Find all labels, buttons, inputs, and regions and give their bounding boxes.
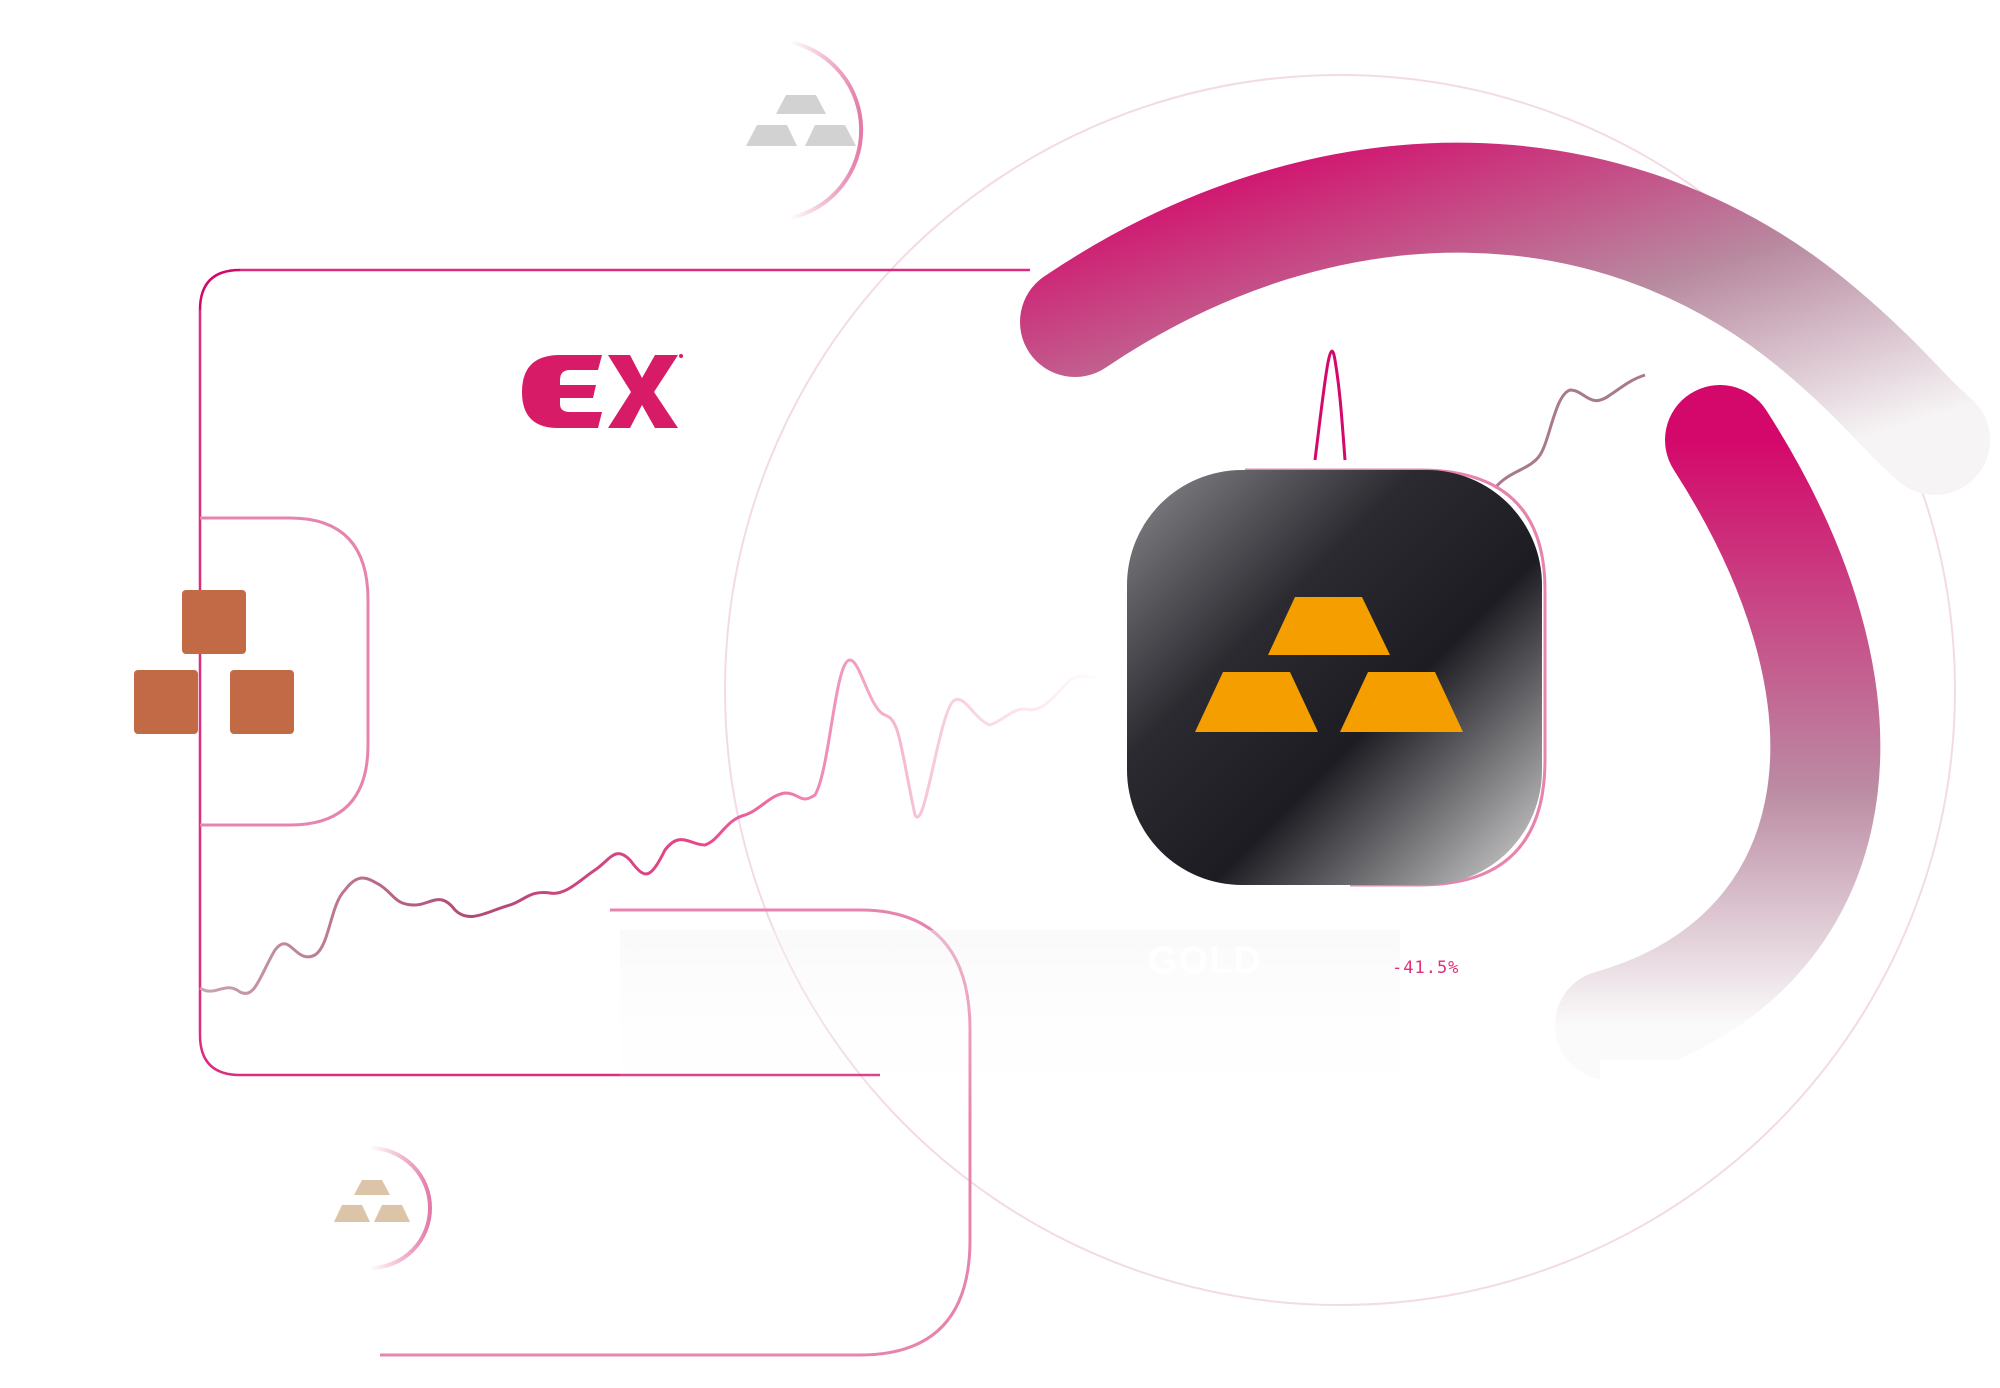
left-frame bbox=[200, 516, 370, 827]
blocks-icon bbox=[134, 590, 294, 734]
spike bbox=[1313, 349, 1347, 461]
gold-bars-icon bbox=[1195, 597, 1463, 732]
top-ring bbox=[789, 40, 864, 220]
bottom-ring bbox=[369, 1146, 432, 1270]
price-line-right bbox=[1493, 373, 1646, 489]
gold-bars-icon bbox=[746, 95, 856, 146]
gold-tile bbox=[1127, 470, 1542, 885]
card-outline bbox=[198, 268, 1030, 1077]
ex-logo bbox=[522, 354, 683, 428]
gauge-arc bbox=[1020, 142, 1990, 495]
price-line bbox=[199, 658, 1106, 995]
gauge-arc-right bbox=[1555, 385, 1881, 1080]
price-change: -41.5% bbox=[1392, 958, 1460, 978]
asset-label: GOLD bbox=[1148, 940, 1262, 982]
gold-bars-icon bbox=[334, 1180, 410, 1222]
lower-frame bbox=[380, 908, 972, 1357]
background-circle bbox=[724, 74, 1956, 1306]
